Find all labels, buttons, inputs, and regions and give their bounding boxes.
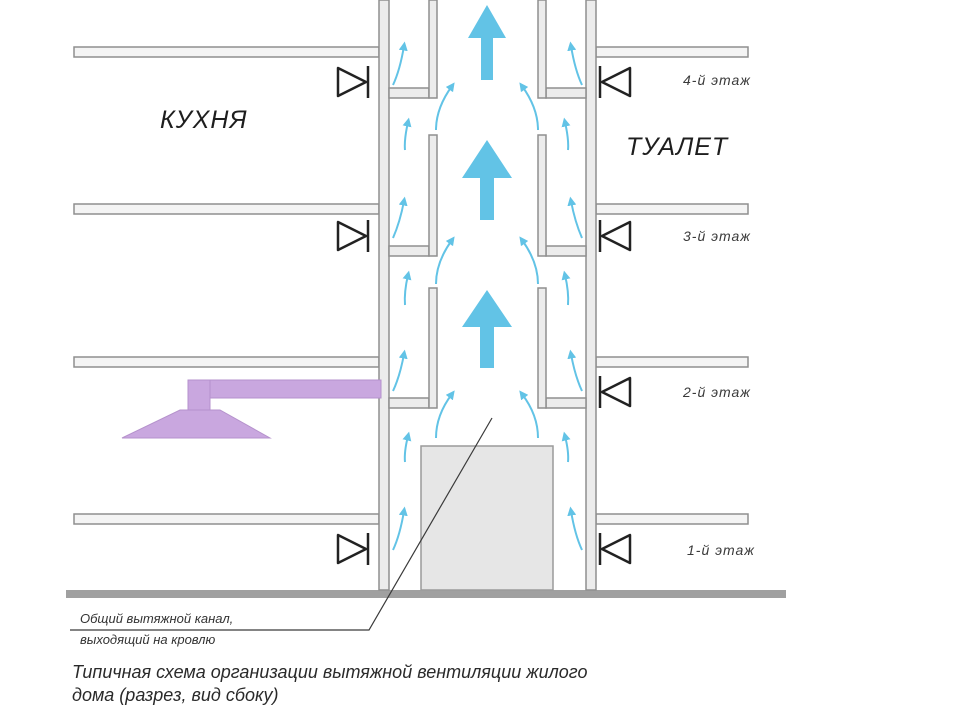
valve-kitchen-1 xyxy=(336,533,370,565)
floor-label-3: 3-й этаж xyxy=(683,228,751,244)
main-arrow-top xyxy=(468,5,506,80)
valve-toilet-1 xyxy=(598,533,632,565)
callout-leader-line xyxy=(70,417,493,631)
toilet-label: ТУАЛЕТ xyxy=(626,133,729,161)
hood-canopy xyxy=(121,409,272,439)
hood-duct xyxy=(187,379,382,399)
slab-right-2 xyxy=(595,356,749,368)
valve-kitchen-3 xyxy=(336,220,370,252)
kitchen-valves xyxy=(336,66,370,565)
toilet-valves xyxy=(598,66,632,565)
main-arrow-middle xyxy=(462,140,512,220)
channel-base-block xyxy=(420,445,554,591)
slab-left-2 xyxy=(73,356,380,368)
valve-toilet-4 xyxy=(598,66,632,98)
slab-left-1 xyxy=(73,513,380,525)
callout-line-1: Общий вытяжной канал, xyxy=(80,611,234,626)
kitchen-label: КУХНЯ xyxy=(160,106,248,134)
slab-left-4 xyxy=(73,46,380,58)
main-flow-arrows xyxy=(462,5,512,368)
valve-toilet-3 xyxy=(598,220,632,252)
ground-line xyxy=(66,590,786,598)
floor-label-1: 1-й этаж xyxy=(687,542,755,558)
main-arrow-bottom xyxy=(462,290,512,368)
slab-right-1 xyxy=(595,513,749,525)
valve-kitchen-4 xyxy=(336,66,370,98)
caption-line-2: дома (разрез, вид сбоку) xyxy=(72,685,279,705)
shaft-walls xyxy=(378,0,597,591)
slab-left-3 xyxy=(73,203,380,215)
left-outer-wall xyxy=(378,0,390,591)
small-flow-arrows xyxy=(392,41,583,551)
hood-riser xyxy=(187,379,211,413)
callout-line-2: выходящий на кровлю xyxy=(80,632,216,647)
right-outer-wall xyxy=(585,0,597,591)
floor-label-2: 2-й этаж xyxy=(683,384,751,400)
kitchen-hood xyxy=(121,379,382,439)
slab-right-4 xyxy=(595,46,749,58)
slab-right-3 xyxy=(595,203,749,215)
caption-line-1: Типичная схема организации вытяжной вент… xyxy=(72,662,588,682)
valve-toilet-2 xyxy=(598,376,632,408)
satellite-channels xyxy=(388,0,587,409)
floor-label-4: 4-й этаж xyxy=(683,72,751,88)
